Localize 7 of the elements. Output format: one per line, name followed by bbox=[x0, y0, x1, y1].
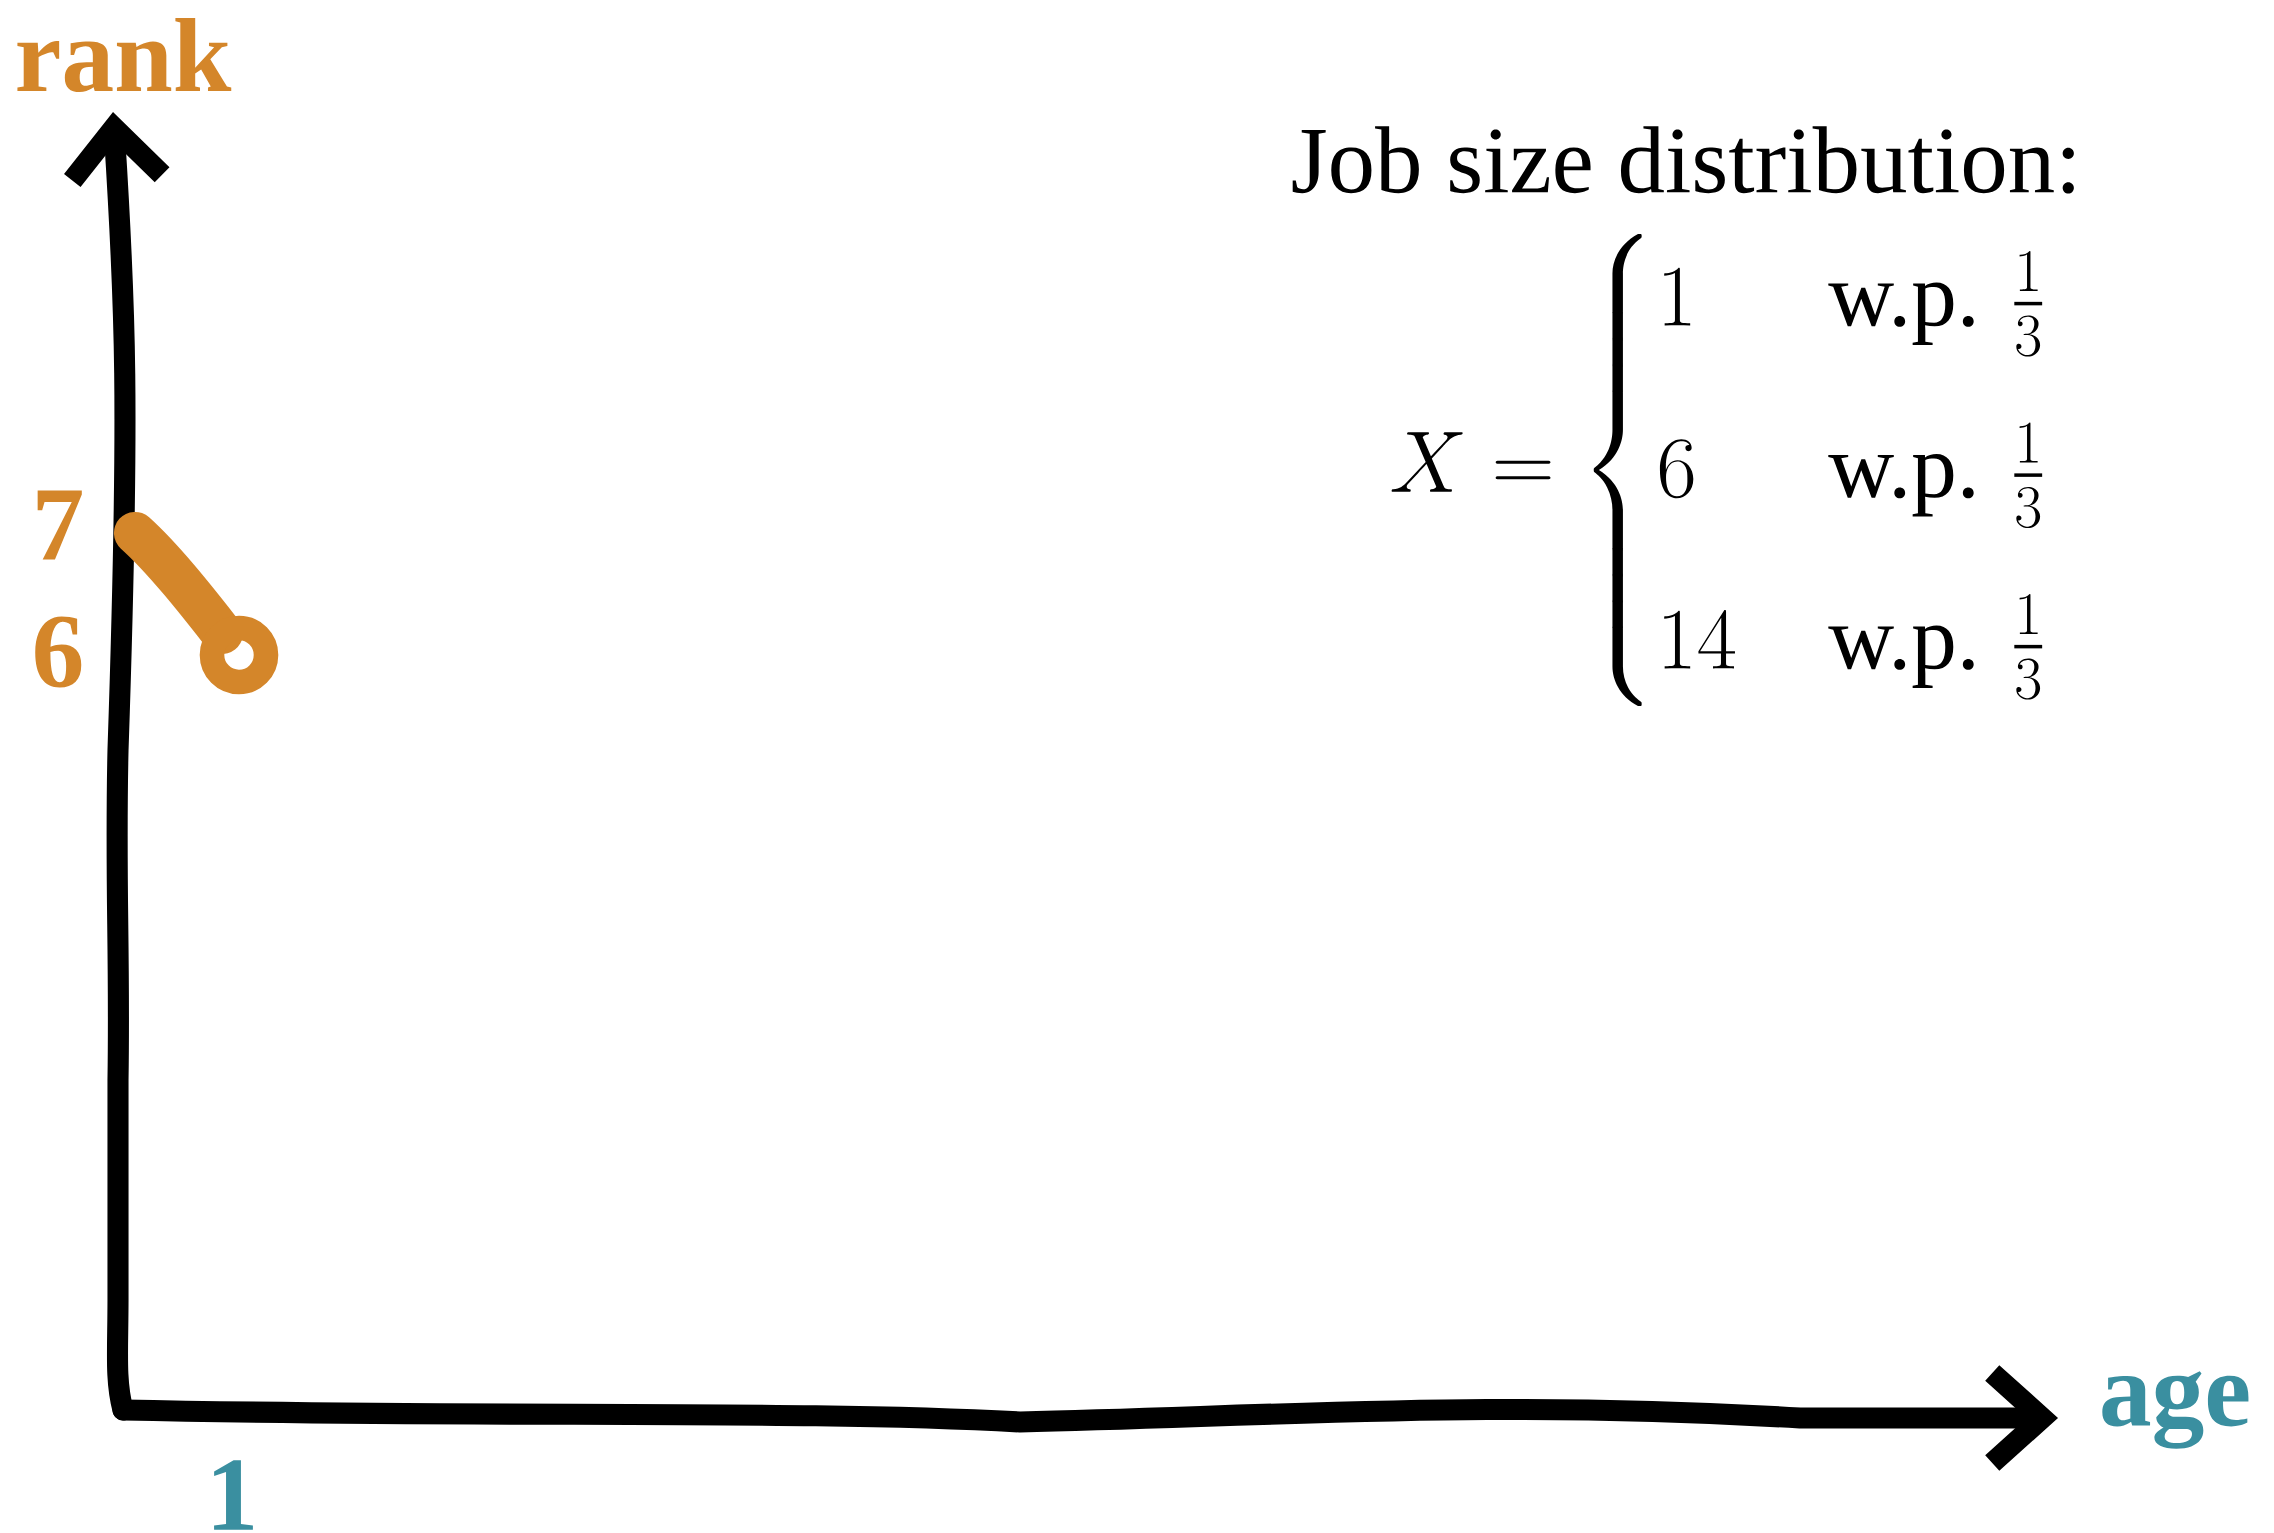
heading: Job size distribution: bbox=[1292, 126, 2074, 194]
axis-label: age bbox=[2102, 1371, 2249, 1449]
tick-label: 7 bbox=[37, 490, 82, 560]
formula: $X = \begin{cases} 1 & \text{w.p. } \frac{1}{3} \\[0.4em] 6 & \text{w.p. } \frac{1}{3} \\[0.4em] 14 & \text{w.p. } \frac{1}{3} \end{cases}$ bbox=[1391, 234, 2043, 706]
tick-label: 1 bbox=[214, 1460, 253, 1530]
axis-label: rank bbox=[17, 17, 232, 93]
tick-label: 6 bbox=[35, 616, 82, 688]
